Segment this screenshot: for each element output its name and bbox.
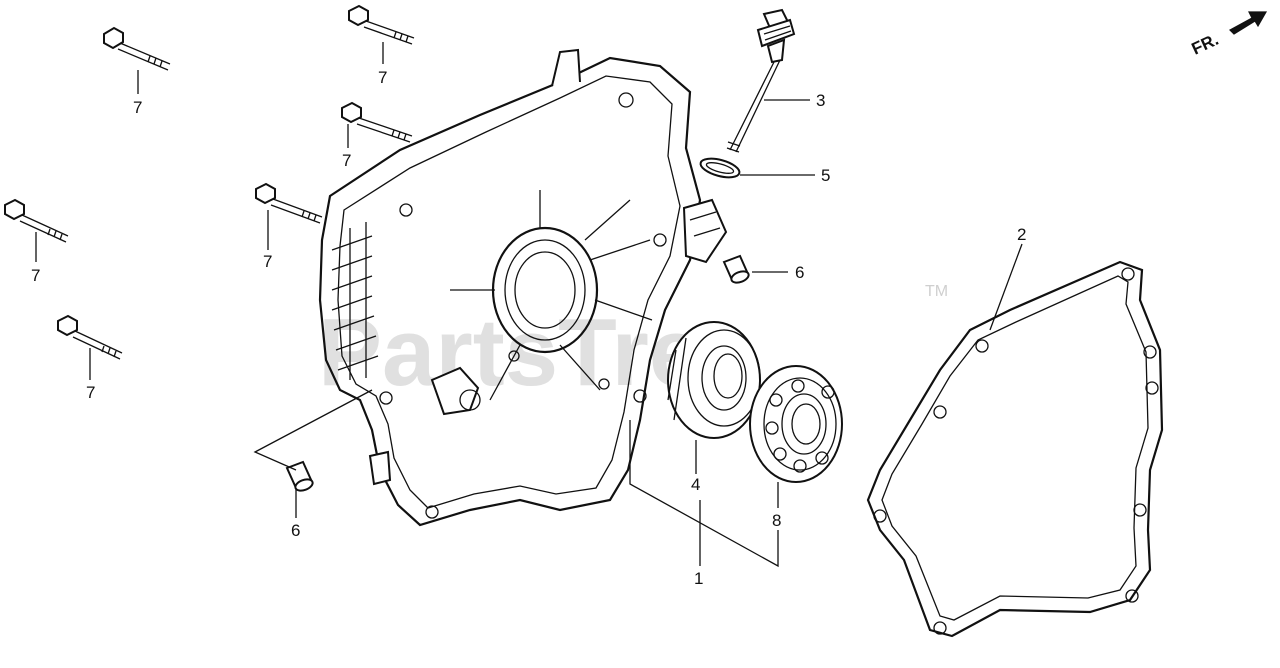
callout-7: 7 [263,252,272,271]
callout-7: 7 [342,151,351,170]
direction-label: FR. [1189,30,1222,59]
callout-7: 7 [133,98,142,117]
oil-seal [667,321,761,439]
leader-lines [35,42,1023,568]
callout-8: 8 [772,511,781,530]
dowel-pin-upper [722,254,750,284]
bolt-7e [4,198,69,243]
crankcase-cover [318,48,728,527]
dowel-pin-lower [285,460,314,492]
bolt-7d [255,182,323,224]
callout-5: 5 [821,166,830,185]
ball-bearing [749,365,843,483]
bolt-7c [341,101,413,143]
oil-dipstick [726,8,796,153]
callout-4: 4 [691,475,700,494]
direction-marker: FR. [1189,11,1268,59]
callout-2: 2 [1017,225,1026,244]
callout-6: 6 [795,263,804,282]
callout-7: 7 [31,266,40,285]
callout-labels: 7 7 7 7 7 7 3 5 6 2 4 8 1 6 [31,68,1026,588]
watermark-trademark: TM [925,283,948,300]
bolt-7a [103,26,171,71]
arrow-forward-icon [1229,11,1268,35]
bolt-7b [348,4,415,45]
callout-7: 7 [378,68,387,87]
callout-3: 3 [816,91,825,110]
cover-gasket [866,260,1164,638]
callout-1: 1 [694,569,703,588]
callout-7: 7 [86,383,95,402]
bolt-7f [57,314,123,360]
callout-6: 6 [291,521,300,540]
o-ring [699,157,741,179]
